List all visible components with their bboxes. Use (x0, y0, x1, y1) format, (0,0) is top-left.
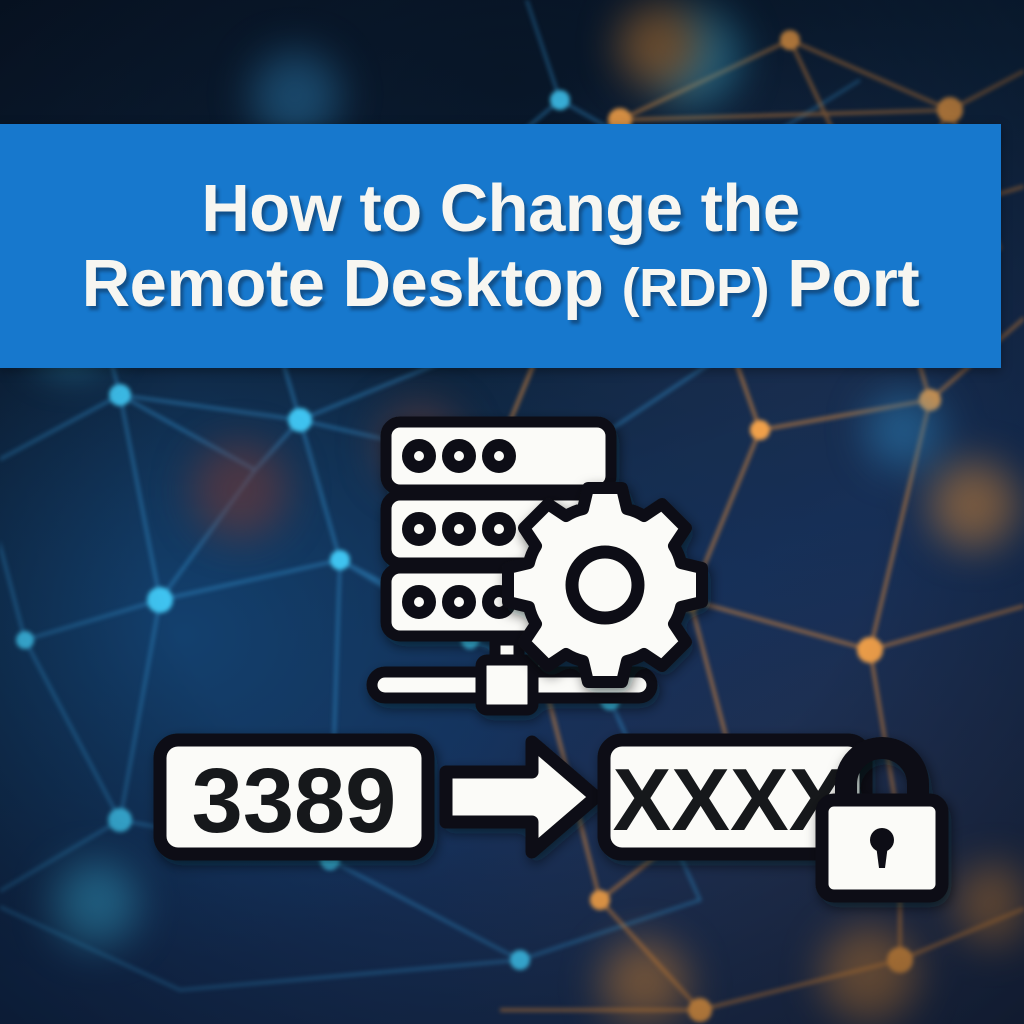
page-title-rdp-abbrev: (RDP) (621, 258, 770, 318)
page-title-line-2: Remote Desktop (RDP) Port (81, 246, 920, 321)
page-title-line-1: How to Change the (201, 170, 800, 246)
page-title-port: Port (769, 246, 920, 321)
page-title-remote-desktop: Remote Desktop (81, 246, 622, 321)
title-banner: How to Change the Remote Desktop (RDP) P… (0, 124, 1001, 368)
